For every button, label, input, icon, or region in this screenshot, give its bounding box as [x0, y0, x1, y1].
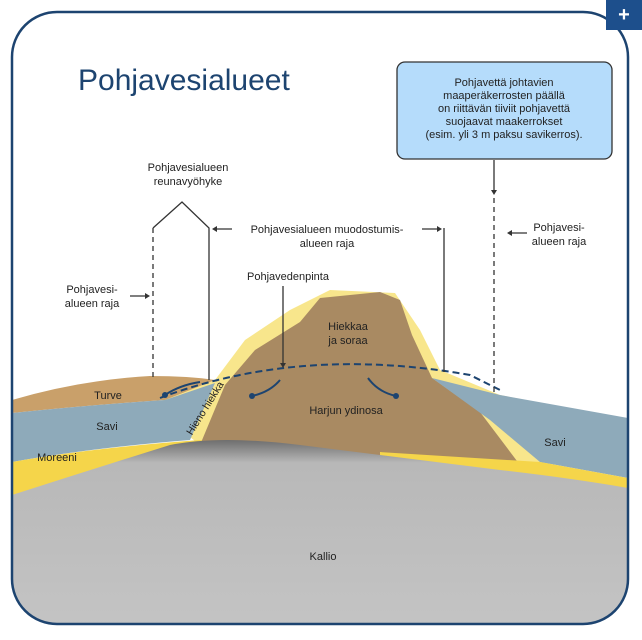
page-title: Pohjavesialueet [78, 64, 290, 97]
clay-layer-right [432, 378, 628, 478]
bedrock [12, 440, 628, 624]
clay-layer-left [12, 383, 215, 462]
ridge-core-label: Harjun ydinosa [309, 405, 383, 417]
info-box-line: (esim. yli 3 m paksu savikerros). [425, 129, 582, 141]
sand-gravel-label: ja soraa [327, 335, 368, 347]
area-boundary-right-label: alueen raja [532, 236, 587, 248]
expand-button[interactable]: + [606, 0, 642, 30]
info-box [396, 61, 613, 160]
edge-zone-label: Pohjavesialueen [148, 162, 229, 174]
formation-boundary-label: alueen raja [300, 238, 355, 250]
info-box-line: on riittävän tiiviit pohjavettä [438, 103, 571, 115]
till-label: Moreeni [37, 452, 77, 464]
peat-layer [12, 376, 215, 413]
flow-arrow-core-right [367, 377, 397, 397]
flow-arrow-left [164, 381, 201, 396]
area-boundary-left-label: alueen raja [65, 298, 120, 310]
peat-label: Turve [94, 390, 122, 402]
sand-gravel-label: Hiekkaa [328, 321, 369, 333]
area-boundary-right-label: Pohjavesi- [533, 222, 585, 234]
clay-left-label: Savi [96, 421, 117, 433]
info-box-line: maaperäkerrosten päällä [443, 90, 566, 102]
formation-boundary-label: Pohjavesialueen muodostumis- [251, 224, 404, 236]
flow-arrow-core-left [251, 379, 281, 397]
water-table-label: Pohjavedenpinta [247, 271, 330, 283]
clay-right-label: Savi [544, 437, 565, 449]
info-box-line: Pohjavettä johtavien [454, 77, 553, 89]
area-boundary-left-label: Pohjavesi- [66, 284, 118, 296]
water-table-line [159, 363, 501, 399]
edge-zone-label: reunavyöhyke [154, 176, 223, 188]
ridge-core [200, 292, 520, 465]
bedrock-label: Kallio [310, 551, 337, 563]
frame [10, 10, 630, 626]
info-box-line: suojaavat maakerrokset [446, 116, 563, 128]
